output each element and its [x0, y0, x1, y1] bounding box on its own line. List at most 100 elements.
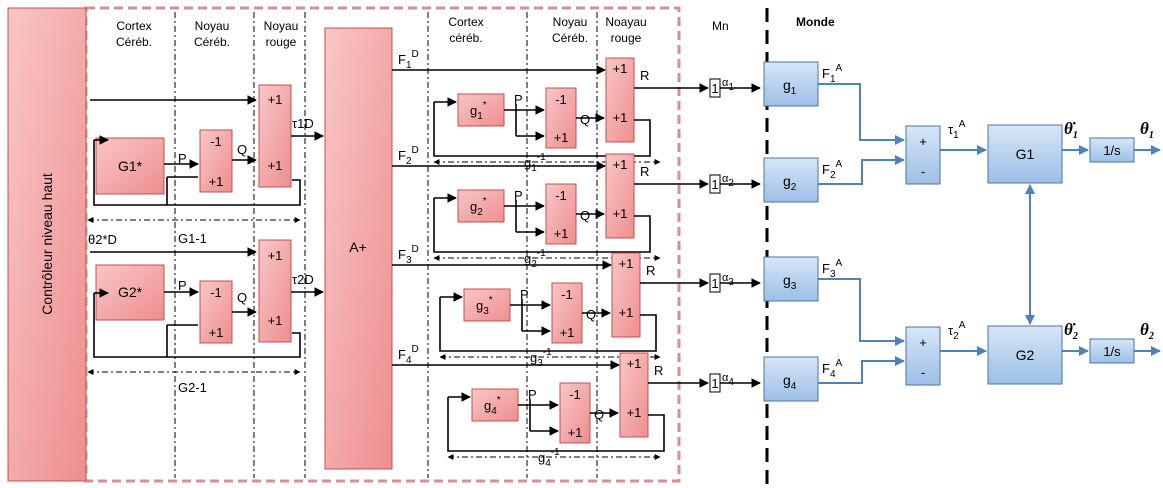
muscle-r-label-3: R [646, 263, 655, 278]
muscle-span-label-1: g1-1 [524, 152, 546, 174]
tau-actual-1: τ1A [948, 119, 966, 141]
muscle-rouge-plus-bot-2: +1 [613, 206, 628, 221]
world-label-3: g3 [783, 272, 797, 292]
g3-star-block [463, 288, 511, 322]
mn-label-3: 1 [711, 276, 718, 291]
muscle-r-label-2: R [640, 164, 649, 179]
summer-p-q-1 [199, 129, 233, 193]
muscle-p-label-4: P [528, 387, 537, 402]
plant-block-2 [987, 325, 1063, 385]
integrator-label-2: 1/s [1103, 344, 1121, 359]
muscle-span-label-3: g3-1 [530, 347, 552, 369]
tau2d-label: τ2D [292, 272, 314, 287]
theta2-star-label: θ2*D [88, 232, 117, 247]
muscle-r-label-4: R [654, 363, 663, 378]
velocity-label-1: θ̇1 [1064, 119, 1078, 141]
rouge-plus-bot-1: +1 [268, 158, 283, 173]
muscle-rouge-1 [605, 57, 635, 143]
muscle-summer-minus-1: -1 [555, 92, 567, 107]
muscle-q-label-2: Q [580, 208, 590, 223]
rouge-summer-2 [258, 239, 292, 343]
alpha-label-3: α3 [722, 272, 734, 288]
summer-minus-1: -1 [210, 134, 222, 149]
muscle-p-label-3: P [520, 287, 529, 302]
controller-block [7, 7, 87, 482]
alpha-label-2: α2 [722, 173, 734, 189]
g1-star-label: g1* [470, 100, 487, 122]
g3-star-label: g3* [476, 295, 493, 317]
p-label-2: P [178, 278, 187, 293]
header-mn: Mn [712, 19, 729, 33]
muscle-p-label-1: P [514, 92, 523, 107]
joint-summer-1 [905, 125, 941, 185]
muscle-q-label-4: Q [594, 407, 604, 422]
rouge-summer-1 [258, 84, 292, 188]
summer-plus-2: +1 [209, 325, 224, 340]
world-force-4: F4A [822, 358, 843, 380]
g1-star-block [95, 137, 165, 195]
force-desired-4: F4D [398, 344, 419, 366]
a-plus-block [324, 27, 393, 470]
force-desired-1: F1D [398, 49, 419, 71]
world-label-2: g2 [783, 173, 797, 193]
position-label-2: θ2 [1140, 320, 1154, 342]
world-force-1: F1A [822, 63, 843, 85]
plant-label-1: G1 [1016, 146, 1035, 162]
g4-star-label: g4* [484, 395, 501, 417]
position-label-1: θ1 [1140, 119, 1154, 141]
plant-label-2: G2 [1016, 347, 1035, 363]
world-block-3 [763, 256, 819, 302]
muscle-summer-plus-3: +1 [560, 325, 575, 340]
muscle-summer-plus-4: +1 [568, 425, 583, 440]
world-block-4 [763, 356, 819, 402]
joint-plus-2: + [919, 335, 927, 350]
joint-minus-1: - [921, 164, 925, 179]
muscle-rouge-plus-top-1: +1 [613, 61, 628, 76]
q-label-2: Q [237, 290, 247, 305]
muscle-p-label-2: P [514, 188, 523, 203]
world-block-1 [763, 61, 819, 107]
summer-minus-2: -1 [210, 285, 222, 300]
world-label-4: g4 [783, 372, 797, 392]
summer-plus-1: +1 [209, 174, 224, 189]
g1-star-block [457, 93, 505, 127]
a-plus-label: A+ [349, 239, 367, 255]
muscle-summer-minus-2: -1 [555, 188, 567, 203]
alpha-label-4: α4 [722, 372, 734, 388]
muscle-q-label-1: Q [580, 112, 590, 127]
joint-plus-1: + [919, 134, 927, 149]
rouge-plus-bot-2: +1 [268, 313, 283, 328]
p-label-1: P [178, 151, 187, 166]
muscle-summer-2 [545, 183, 577, 245]
summer-p-q-2 [199, 280, 233, 344]
g2-star-block [457, 189, 505, 223]
plant-block-1 [987, 124, 1063, 184]
g4-star-block [471, 388, 519, 422]
g2-star-label: G2* [118, 284, 143, 300]
muscle-summer-3 [551, 282, 583, 344]
force-desired-2: F2D [398, 145, 419, 167]
force-desired-3: F3D [398, 244, 419, 266]
mn-label-1: 1 [711, 81, 718, 96]
world-label-1: g1 [783, 77, 797, 97]
muscle-rouge-plus-top-4: +1 [627, 356, 642, 371]
muscle-q-label-3: Q [586, 307, 596, 322]
controller-label: Contrôleur niveau haut [39, 173, 55, 315]
q-label-1: Q [237, 142, 247, 157]
joint-minus-2: - [921, 365, 925, 380]
g2-star-label: g2* [470, 196, 487, 218]
muscle-rouge-plus-bot-3: +1 [619, 305, 634, 320]
muscle-summer-plus-1: +1 [554, 130, 569, 145]
tau1d-label: τ1D [292, 116, 314, 131]
left-module-1: G1* -1 +1 +1 +1 P Q τ1D G1-1 [87, 84, 314, 246]
